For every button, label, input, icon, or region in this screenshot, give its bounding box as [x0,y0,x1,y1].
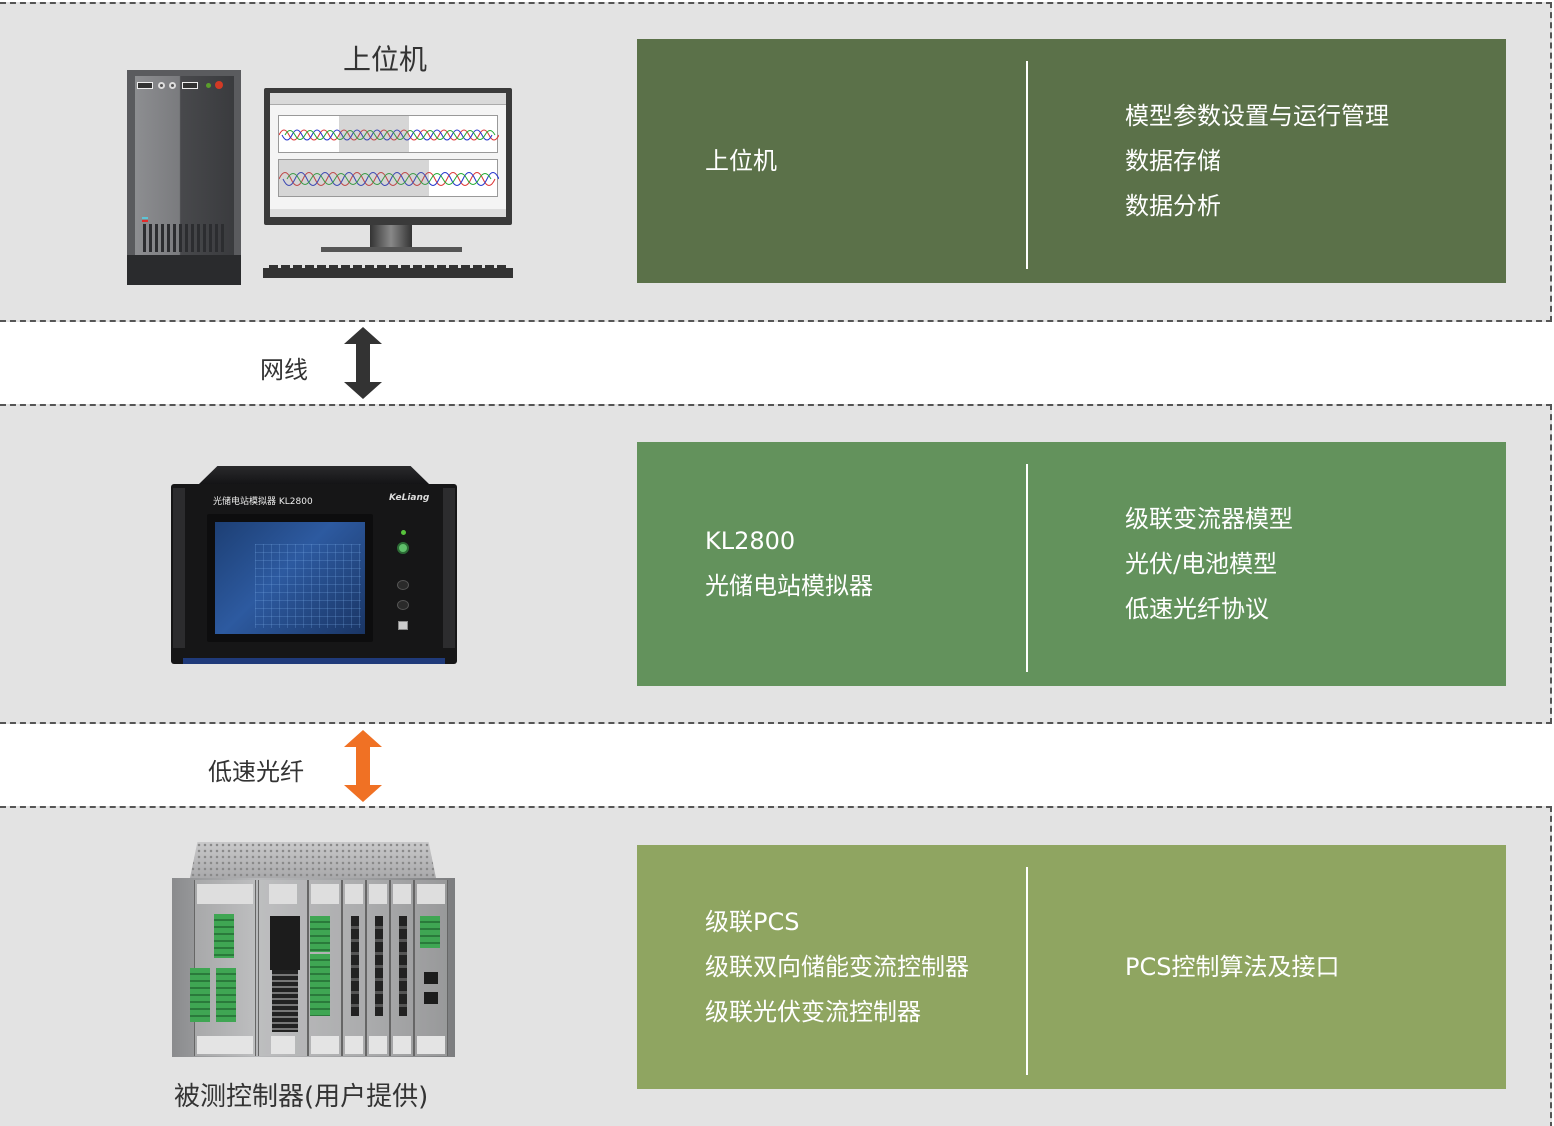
controller-type-item: 级联双向储能变流控制器 [705,952,969,981]
controller-info-panel: 级联PCS 级联双向储能变流控制器 级联光伏变流控制器 PCS控制算法及接口 [637,845,1506,1089]
usb-port-icon [398,621,408,630]
touchscreen-icon [207,514,373,642]
power-button-icon [397,542,409,554]
connection-label-fiber: 低速光纤 [208,758,304,786]
controller-chassis-icon [172,842,455,1057]
controller-panel-right: PCS控制算法及接口 [1125,845,1339,1089]
simulator-panel-left: KL2800 光储电站模拟器 [705,442,873,686]
desktop-monitor-icon [264,88,512,225]
controller-panel-left: 级联PCS 级联双向储能变流控制器 级联光伏变流控制器 [705,845,969,1089]
panel-divider [1026,61,1028,269]
simulator-feature-item: 光伏/电池模型 [1125,549,1278,578]
simulator-model-number: KL2800 [705,527,796,555]
simulator-panel-right: 级联变流器模型 光伏/电池模型 低速光纤协议 [1125,442,1293,686]
double-arrow-vertical-icon [344,327,382,399]
host-feature-item: 模型参数设置与运行管理 [1125,101,1389,130]
host-device-title: 上位机 [343,43,428,76]
host-panel-left: 上位机 [705,39,777,283]
host-feature-item: 数据分析 [1125,191,1221,220]
desktop-tower-icon [127,70,241,285]
controller-feature-item: PCS控制算法及接口 [1125,952,1340,981]
controller-type-item: 级联光伏变流控制器 [705,997,921,1026]
host-panel-right: 模型参数设置与运行管理 数据存储 数据分析 [1125,39,1389,283]
monitor-base-icon [321,247,462,252]
rack-simulator-icon: 光储电站模拟器 KL2800 KeLiang [171,466,457,664]
controller-caption: 被测控制器(用户提供) [174,1082,429,1112]
simulator-info-panel: KL2800 光储电站模拟器 级联变流器模型 光伏/电池模型 低速光纤协议 [637,442,1506,686]
keyboard-icon [263,265,513,278]
panel-divider [1026,867,1028,1075]
host-feature-item: 数据存储 [1125,146,1221,175]
controller-type-item: 级联PCS [705,907,800,936]
host-info-panel: 上位机 模型参数设置与运行管理 数据存储 数据分析 [637,39,1506,283]
simulator-model-name: 光储电站模拟器 [705,572,873,600]
monitor-stand-icon [370,225,412,247]
double-arrow-vertical-icon [344,730,382,802]
simulator-feature-item: 级联变流器模型 [1125,504,1293,533]
simulator-front-label: 光储电站模拟器 KL2800 [213,497,313,507]
simulator-logo: KeLiang [389,493,430,503]
simulator-feature-item: 低速光纤协议 [1125,594,1269,623]
panel-divider [1026,464,1028,672]
connection-label-ethernet: 网线 [260,356,308,384]
host-panel-left-line: 上位机 [705,146,777,175]
